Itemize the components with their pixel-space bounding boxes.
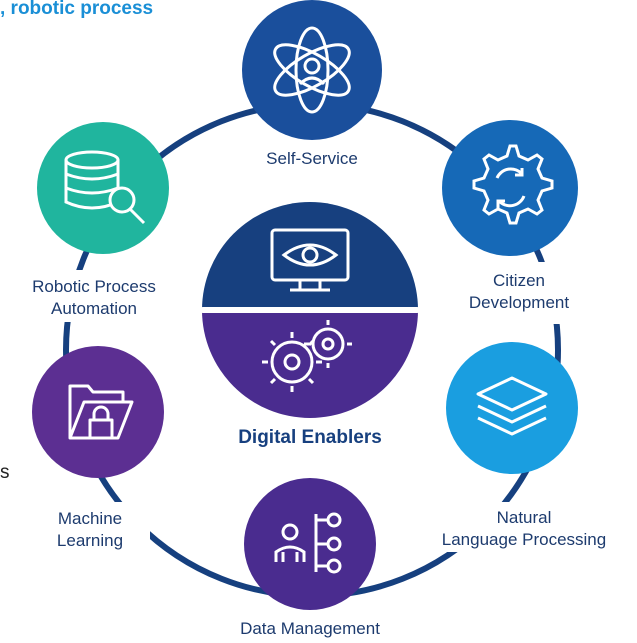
machine-learning-label-line1: Machine <box>57 509 123 528</box>
org-chart-user-icon <box>274 512 342 574</box>
natural-language-processing-label-line2: Language Processing <box>441 530 607 549</box>
citizen-development-node <box>442 120 578 256</box>
monitor-eye-icon <box>270 228 350 292</box>
header-fragment: , robotic process <box>0 0 154 19</box>
data-management-label: Data Management <box>240 619 380 638</box>
digital-enablers-center <box>202 202 418 418</box>
self-service-node <box>242 0 382 140</box>
self-service-label: Self-Service <box>266 149 358 168</box>
robotic-process-automation-label-line2: Automation <box>51 299 137 318</box>
gears-icon <box>262 320 352 392</box>
side-text-fragment: s <box>0 462 10 483</box>
machine-learning-node <box>32 346 164 478</box>
machine-learning-label: Machine Learning <box>30 508 150 552</box>
citizen-development-label-line2: Development <box>468 293 570 312</box>
robotic-process-automation-label: Robotic Process Automation <box>5 276 183 320</box>
natural-language-processing-label: Natural Language Processing <box>418 507 630 551</box>
data-management-node <box>244 478 376 610</box>
center-label: Digital Enablers <box>238 427 382 448</box>
natural-language-processing-label-line1: Natural <box>496 508 552 527</box>
machine-learning-label-line2: Learning <box>56 531 124 550</box>
citizen-development-label-line1: Citizen <box>493 271 545 290</box>
layers-icon <box>476 376 548 436</box>
citizen-development-label: Citizen Development <box>444 270 594 314</box>
gear-cycle-icon <box>472 144 554 225</box>
natural-language-processing-node <box>446 342 578 474</box>
database-search-icon <box>64 150 146 225</box>
atom-user-icon <box>273 26 351 114</box>
robotic-process-automation-label-line1: Robotic Process <box>32 277 156 296</box>
robotic-process-automation-node <box>37 122 169 254</box>
folder-lock-icon <box>68 384 134 440</box>
